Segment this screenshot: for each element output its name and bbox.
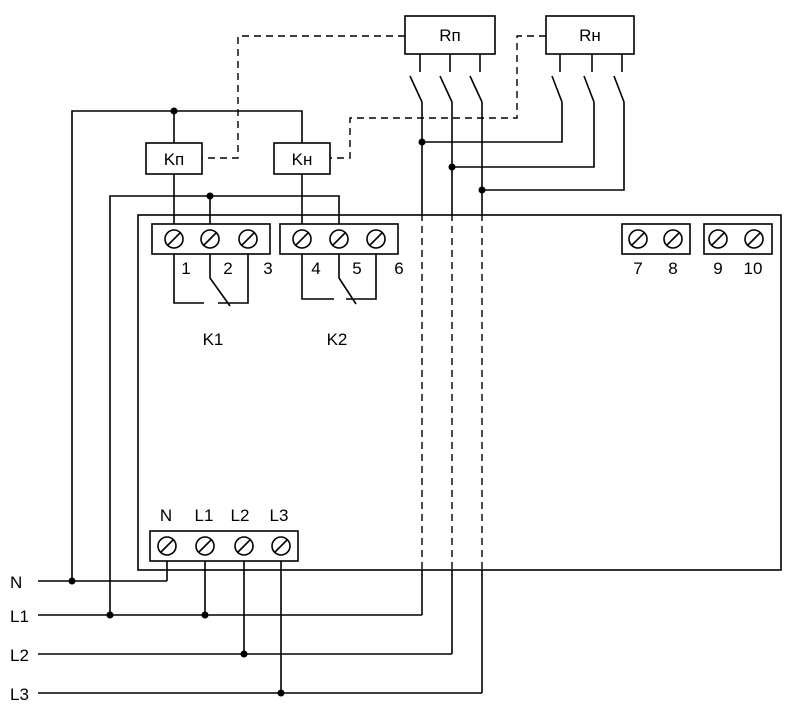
neutral-feed <box>71 110 303 581</box>
power-terminal-l1-label: L1 <box>195 506 214 525</box>
terminal-3-label: 3 <box>263 259 272 278</box>
contact-k1: K1 <box>173 254 249 349</box>
relay-rp: Rп <box>404 15 496 55</box>
rn-return-1 <box>422 102 563 143</box>
terminal-1-label: 1 <box>181 259 190 278</box>
terminal-block-7-8: 7 8 <box>621 223 691 278</box>
terminal-block-9-10: 9 10 <box>703 223 773 278</box>
relay-rn-label: Rн <box>579 26 601 45</box>
relay-rp-label: Rп <box>439 26 460 45</box>
l1-feed <box>109 195 340 615</box>
terminal-2-label: 2 <box>223 259 232 278</box>
terminal-9-label: 9 <box>713 259 722 278</box>
terminal-block-1-3: 1 2 3 <box>151 223 273 278</box>
control-link-rn-kn <box>330 35 546 159</box>
terminal-7-label: 7 <box>633 259 642 278</box>
line-n-label: N <box>10 573 22 592</box>
contact-k2-label: K2 <box>327 330 348 349</box>
relay-rp-contacts <box>409 54 483 103</box>
line-l1-label: L1 <box>10 607 29 626</box>
power-terminal-block: N L1 L2 L3 <box>149 506 299 562</box>
contact-k2: K2 <box>301 254 377 349</box>
rn-return-3 <box>482 102 625 191</box>
contactor-kn-label: Kн <box>292 150 313 169</box>
line-l2-label: L2 <box>10 646 29 665</box>
power-terminal-l3-label: L3 <box>270 506 289 525</box>
terminal-block-4-6: 4 5 6 <box>279 223 404 278</box>
contactor-kp: Kп <box>145 142 203 175</box>
line-l3-label: L3 <box>10 685 29 704</box>
terminal-10-label: 10 <box>744 259 763 278</box>
rn-return-2 <box>452 102 595 168</box>
contactor-kp-label: Kп <box>164 150 185 169</box>
contactor-kn: Kн <box>273 142 331 175</box>
control-link-rp-kp <box>202 35 405 159</box>
terminal-5-label: 5 <box>352 259 361 278</box>
relay-rn-contacts <box>551 54 625 103</box>
terminal-6-label: 6 <box>394 259 403 278</box>
power-terminal-l2-label: L2 <box>231 506 250 525</box>
terminal-8-label: 8 <box>668 259 677 278</box>
terminal-4-label: 4 <box>311 259 320 278</box>
power-terminal-n-label: N <box>160 506 172 525</box>
relay-rn: Rн <box>545 15 635 55</box>
controller-frame <box>137 214 782 571</box>
contact-k1-label: K1 <box>203 330 224 349</box>
